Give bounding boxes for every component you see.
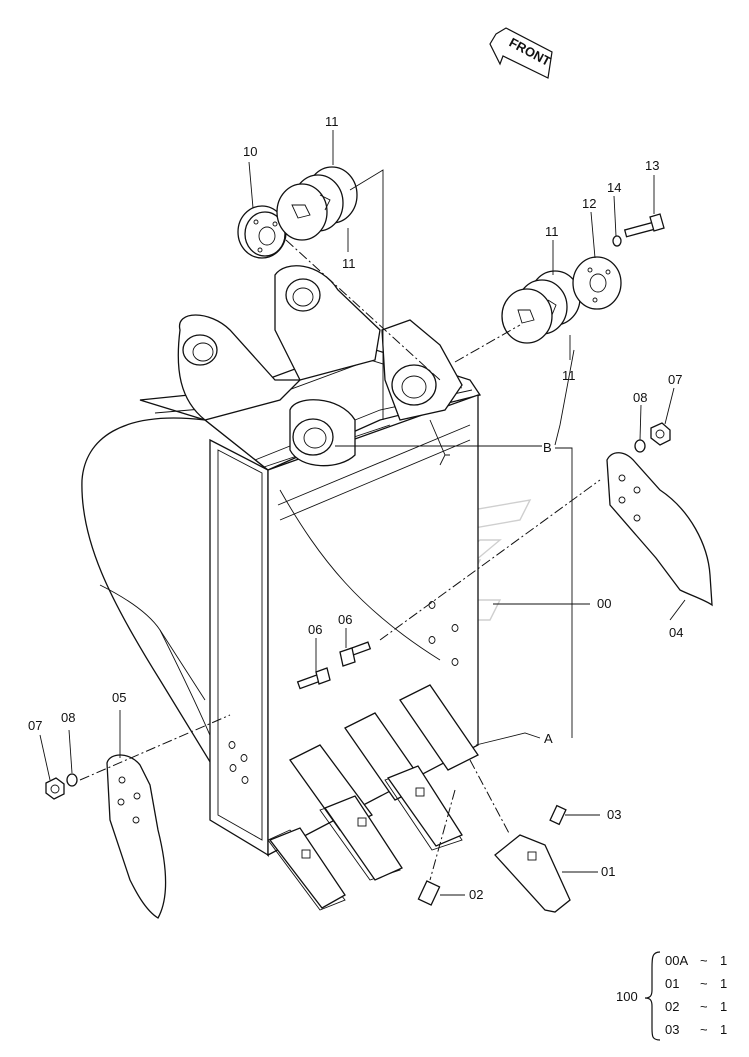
callout-01: 01	[601, 864, 615, 879]
kit-qty: 1	[720, 1022, 727, 1037]
washer-14	[612, 235, 622, 247]
callout-03: 03	[607, 807, 621, 822]
callout-06-left: 06	[308, 622, 322, 637]
front-arrow: FRONT	[489, 27, 554, 79]
bucket-body	[81, 265, 482, 911]
kit-sep: ~	[700, 999, 708, 1014]
cover-plate-right	[572, 256, 622, 310]
nut-07-left	[45, 777, 65, 800]
callout-11-top-left: 11	[325, 114, 339, 129]
callout-labels: 10 11 11 11 11 12 13 14 07 08 B 00 04 06…	[28, 114, 683, 902]
tooth-point	[494, 834, 571, 913]
callout-05: 05	[112, 690, 126, 705]
callout-B: B	[543, 440, 552, 455]
callout-08-left: 08	[61, 710, 75, 725]
callout-02: 02	[469, 887, 483, 902]
kit-part: 03	[665, 1022, 679, 1037]
kit-qty: 1	[720, 976, 727, 991]
washer-08-left	[66, 773, 78, 787]
callout-07-right: 07	[668, 372, 682, 387]
kit-row: 03 ~ 1	[665, 1022, 727, 1037]
kit-sep: ~	[700, 1022, 708, 1037]
bolt-13	[623, 213, 665, 238]
shims-right	[501, 270, 581, 344]
kit-part: 00A	[665, 953, 688, 968]
kit-sep: ~	[700, 976, 708, 991]
callout-06-right: 06	[338, 612, 352, 627]
cover-plate-left	[237, 205, 287, 259]
callout-12: 12	[582, 196, 596, 211]
center-lines	[79, 239, 601, 881]
kit-part: 02	[665, 999, 679, 1014]
callout-11-top-right: 11	[545, 224, 559, 239]
washer-08-right	[634, 439, 646, 453]
callout-10: 10	[243, 144, 257, 159]
callout-11-bottom-right: 11	[562, 368, 576, 383]
kit-qty: 1	[720, 953, 727, 968]
callout-04: 04	[669, 625, 683, 640]
kit-part: 01	[665, 976, 679, 991]
kit-sep: ~	[700, 953, 708, 968]
bolt-06-a	[296, 667, 331, 690]
kit-qty: 1	[720, 999, 727, 1014]
side-cutter-left	[106, 754, 167, 919]
lock-pin	[417, 880, 441, 906]
side-cutter-right	[606, 452, 713, 607]
retainer	[549, 804, 567, 826]
bolt-06-b	[339, 641, 372, 667]
callout-A: A	[544, 731, 553, 746]
kit-assembly-number: 100	[616, 989, 638, 1004]
shims-left	[276, 166, 358, 241]
callout-07-left: 07	[28, 718, 42, 733]
kit-row: 01 ~ 1	[665, 976, 727, 991]
callout-14: 14	[607, 180, 621, 195]
kit-table: 100 00A ~ 1 01 ~ 1 02 ~ 1 03 ~ 1	[616, 951, 727, 1041]
front-arrow-label: FRONT	[507, 35, 554, 69]
callout-13: 13	[645, 158, 659, 173]
kit-row: 02 ~ 1	[665, 999, 727, 1014]
nut-07-right	[650, 422, 671, 446]
callout-00: 00	[597, 596, 611, 611]
callout-08-right: 08	[633, 390, 647, 405]
kit-row: 00A ~ 1	[665, 953, 727, 968]
callout-11-bottom-left: 11	[342, 256, 356, 271]
leader-lines	[39, 130, 686, 896]
